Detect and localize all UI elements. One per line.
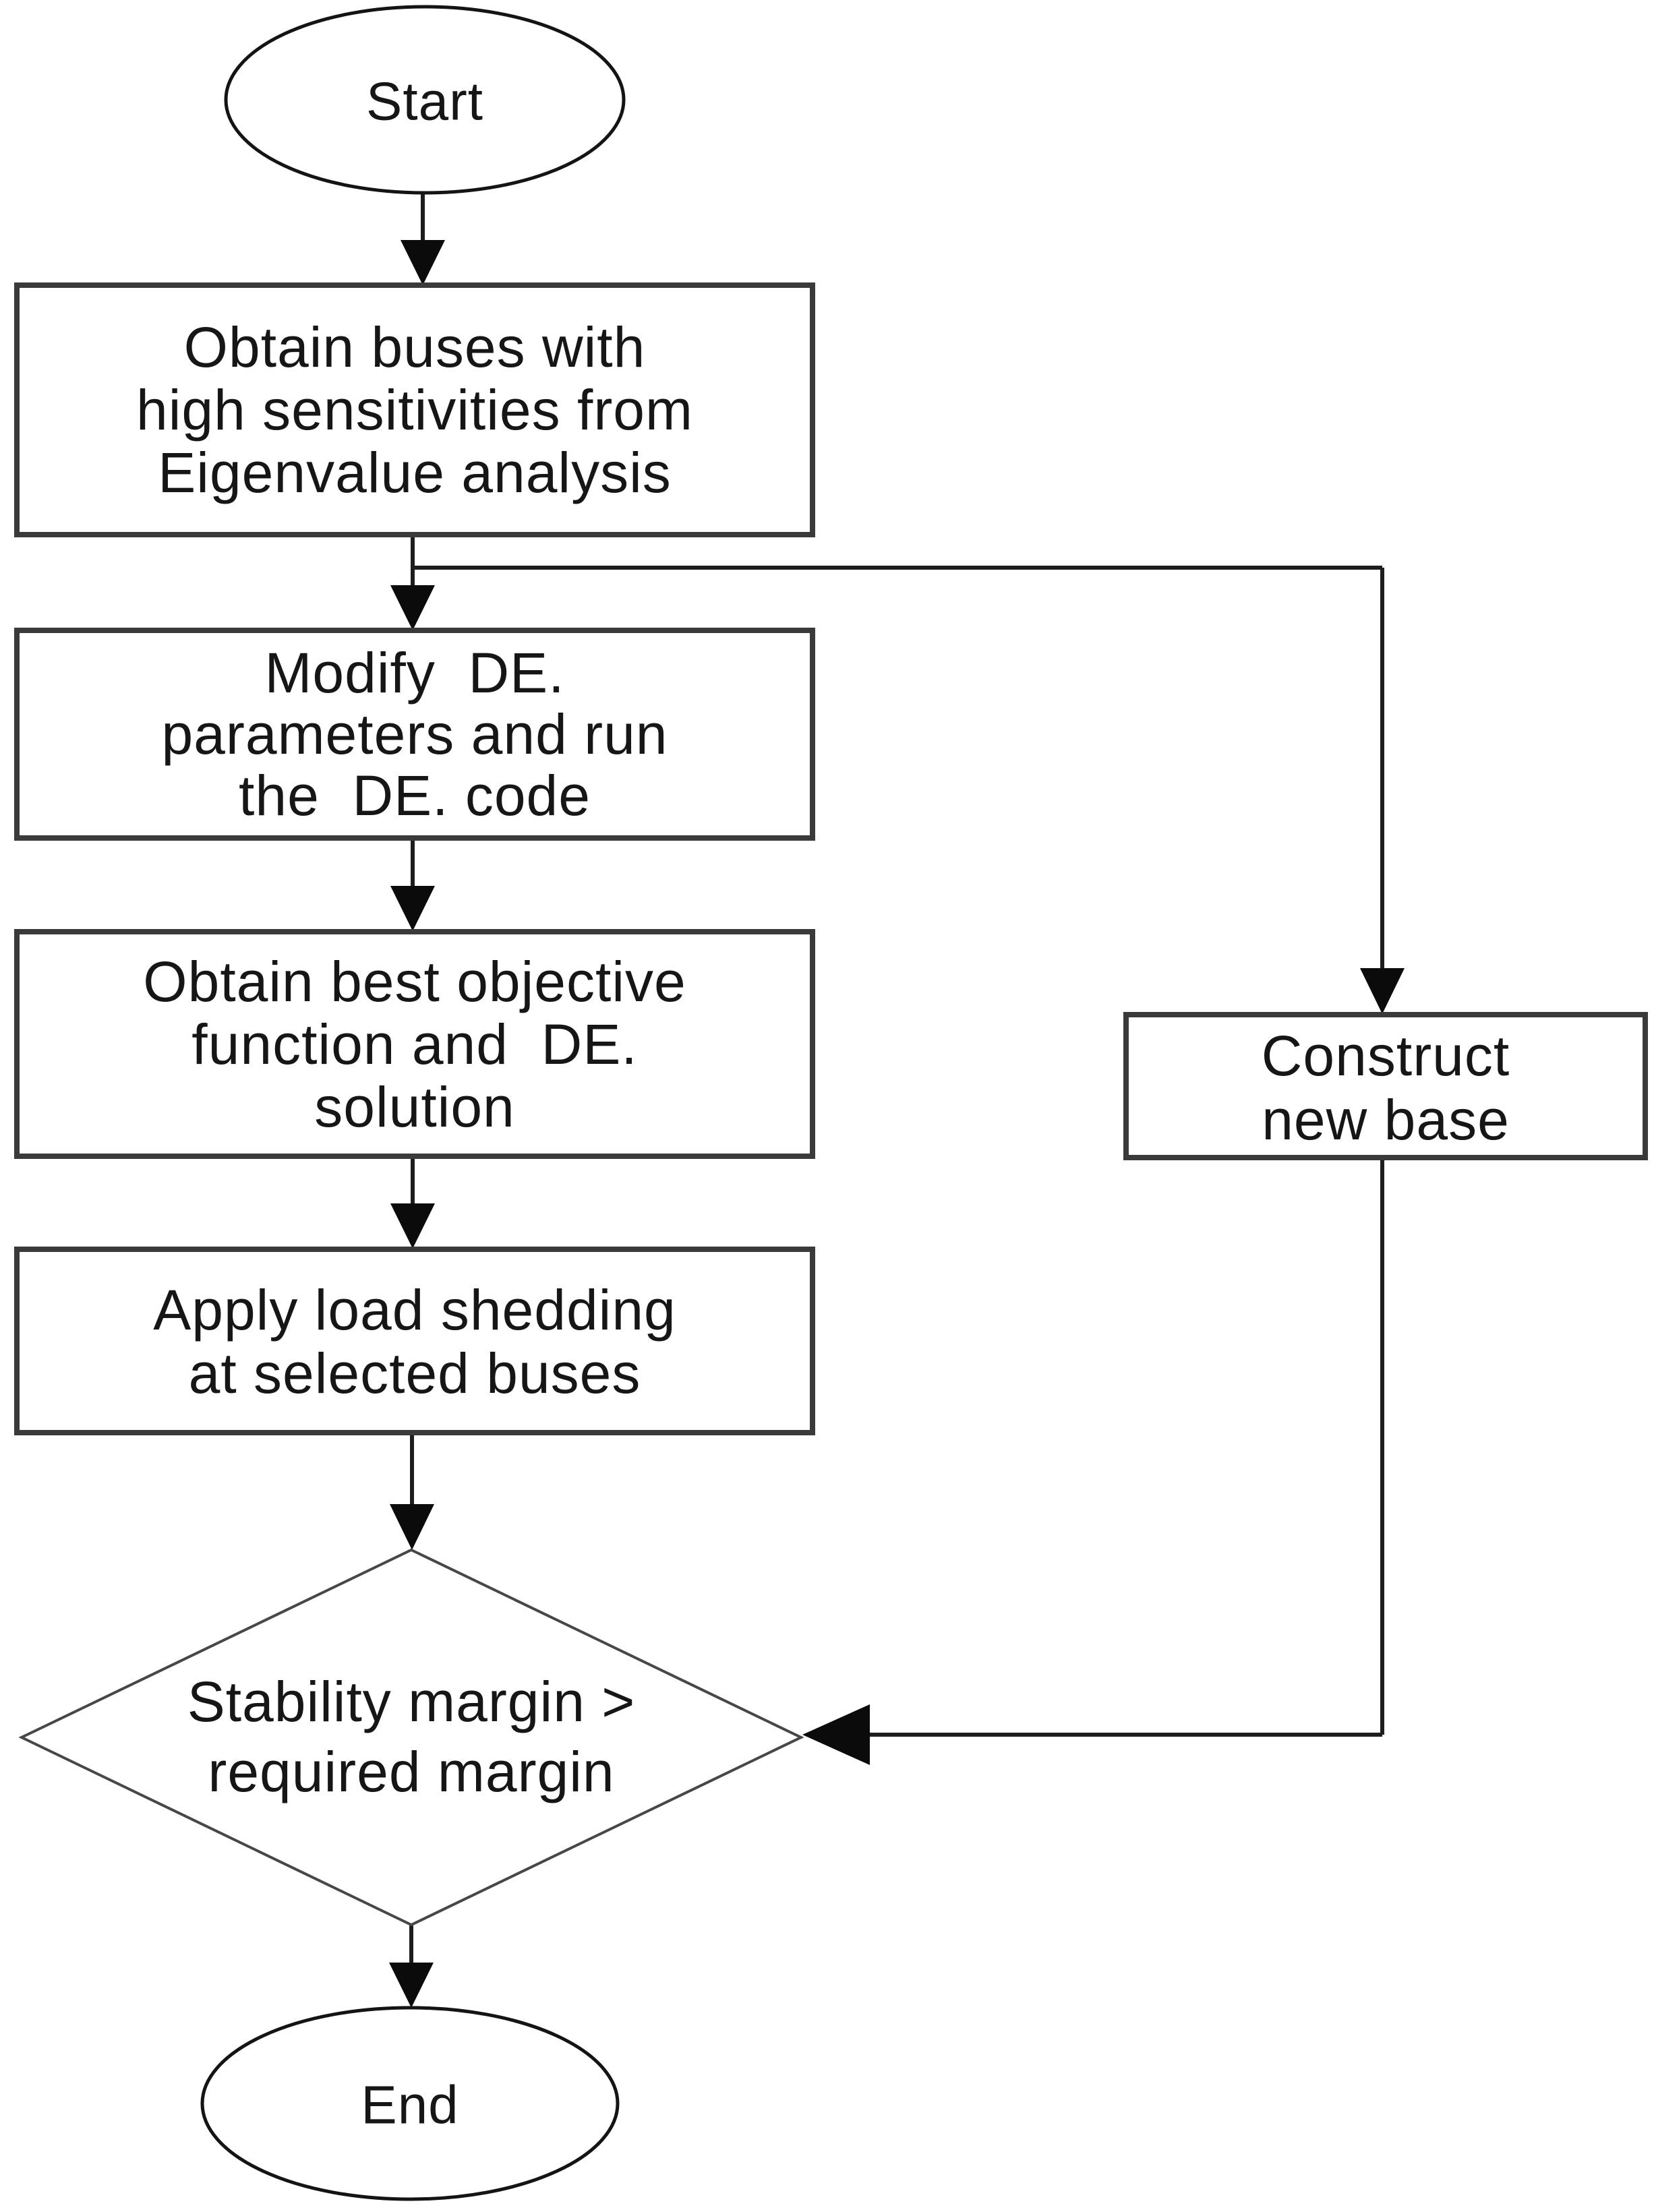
- obtain-buses-line-1: Obtain buses with: [184, 316, 646, 379]
- obtain-best-line-3: solution: [314, 1075, 515, 1139]
- construct-line-1: Construct: [1262, 1024, 1510, 1087]
- arrow-down-icon: [390, 886, 435, 931]
- start-label: Start: [366, 71, 483, 131]
- node-start: Start: [224, 5, 626, 195]
- modify-de-box: [14, 628, 815, 841]
- arrow-down-icon: [389, 1963, 434, 2008]
- obtain-best-box: [14, 929, 815, 1159]
- node-obtain-best: Obtain best objective function and DE. s…: [14, 929, 815, 1159]
- arrow-down-icon: [390, 1203, 435, 1249]
- arrow-down-icon: [1360, 968, 1405, 1014]
- decision-line-1: Stability margin >: [187, 1670, 636, 1733]
- end-ellipse: [200, 2006, 620, 2201]
- edge-obtain-buses-to-modify-de: [390, 535, 435, 630]
- edge-obtain-best-to-apply-load: [390, 1156, 435, 1249]
- arrow-down-icon: [401, 240, 445, 285]
- edge-decision-to-end: [389, 1925, 434, 2008]
- obtain-buses-line-3: Eigenvalue analysis: [158, 441, 671, 504]
- edge-modify-de-to-obtain-best: [390, 838, 435, 931]
- node-apply-load-shedding: Apply load shedding at selected buses: [14, 1247, 815, 1435]
- edge-construct-to-decision: [802, 1158, 1384, 1765]
- edge-apply-load-to-decision: [390, 1433, 434, 1550]
- apply-load-line-2: at selected buses: [189, 1342, 641, 1405]
- obtain-buses-line-2: high sensitivities from: [136, 378, 693, 442]
- arrow-down-icon: [390, 1504, 434, 1550]
- edge-start-to-obtain-buses: [401, 193, 445, 285]
- construct-line-2: new base: [1262, 1088, 1510, 1152]
- node-modify-de: Modify DE. parameters and run the DE. co…: [14, 628, 815, 841]
- arrow-down-icon: [390, 585, 435, 630]
- obtain-best-line-2: function and DE.: [191, 1013, 637, 1076]
- obtain-best-line-1: Obtain best objective: [143, 950, 686, 1013]
- apply-load-box: [14, 1247, 815, 1435]
- modify-de-line-3: the DE. code: [239, 764, 591, 827]
- apply-load-line-1: Apply load shedding: [153, 1278, 676, 1342]
- decision-diamond: [18, 1548, 804, 1927]
- construct-box: [1123, 1012, 1648, 1160]
- obtain-buses-box: [14, 282, 815, 537]
- node-construct-new-base: Construct new base: [1123, 1012, 1648, 1160]
- node-stability-decision: Stability margin > required margin: [18, 1548, 804, 1927]
- end-label: End: [361, 2075, 459, 2135]
- edge-obtain-buses-to-construct: [413, 566, 1405, 1014]
- decision-line-2: required margin: [208, 1740, 614, 1803]
- node-end: End: [200, 2006, 620, 2201]
- modify-de-line-1: Modify DE.: [264, 641, 564, 705]
- start-ellipse: [224, 5, 626, 195]
- node-obtain-buses: Obtain buses with high sensitivities fro…: [14, 282, 815, 537]
- modify-de-line-2: parameters and run: [161, 703, 668, 766]
- arrow-left-icon: [802, 1704, 870, 1765]
